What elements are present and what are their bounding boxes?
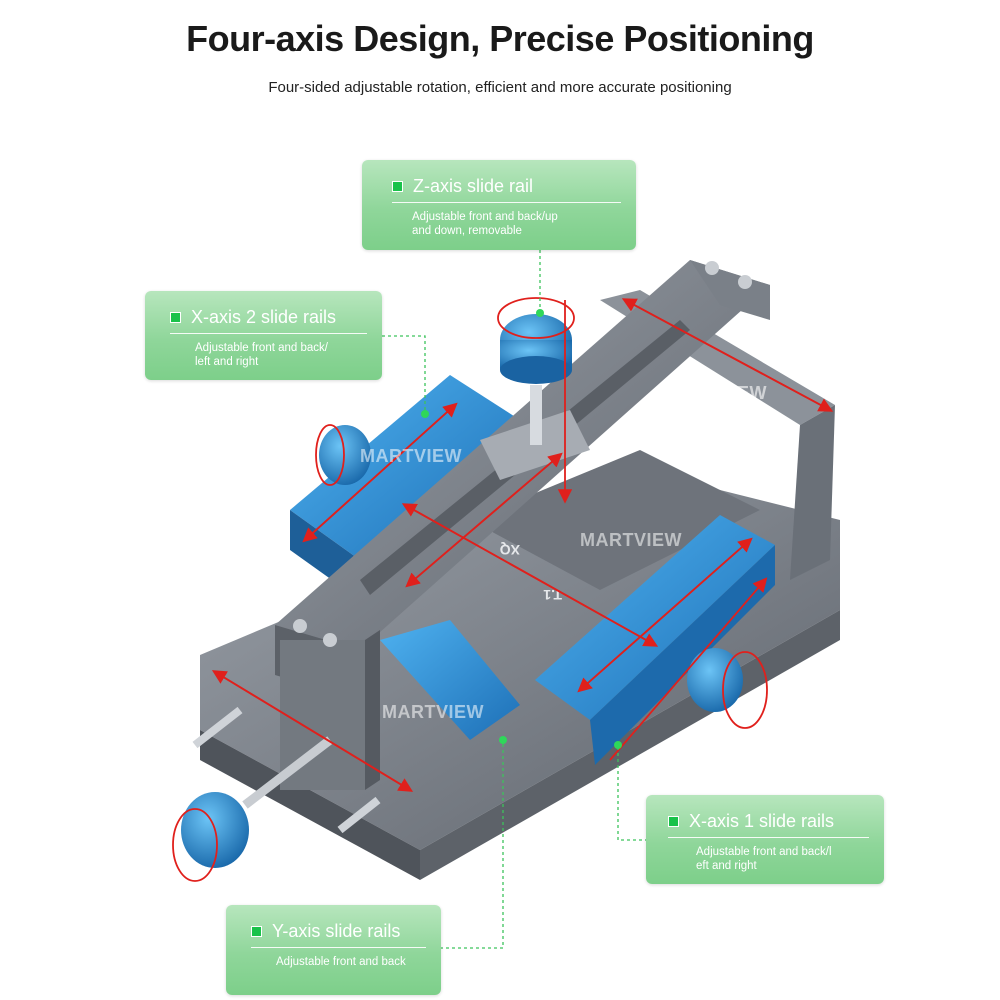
- callout-title: X-axis 1 slide rails: [689, 811, 835, 831]
- callout-title: Y-axis slide rails: [272, 921, 401, 941]
- y-rail: [380, 620, 520, 740]
- watermark: MARTVIEW: [580, 530, 682, 550]
- callout-desc-line: and down, removable: [412, 225, 522, 237]
- watermark: MARTVIEW: [665, 383, 767, 403]
- direction-arrow-icon: [211, 298, 834, 792]
- callout-x-axis-2: X-axis 2 slide rails Adjustable front an…: [145, 291, 382, 380]
- logo-mark: T.1: [543, 587, 562, 603]
- x2-block: [290, 375, 520, 560]
- callout-desc-line: Adjustable front and back/: [195, 342, 328, 354]
- page-subtitle: Four-sided adjustable rotation, efficien…: [268, 79, 732, 96]
- green-square-icon: [392, 181, 403, 192]
- callout-desc-line: Adjustable front and back: [276, 956, 406, 968]
- leader-y: [440, 740, 504, 949]
- leader-x1: [617, 745, 648, 841]
- watermark: MARTVIEW: [382, 702, 484, 722]
- model-mark: XQ: [500, 542, 520, 558]
- green-square-icon: [668, 816, 679, 827]
- callout-desc-line: left and right: [195, 356, 259, 368]
- callout-desc-line: eft and right: [696, 860, 757, 872]
- rotation-arrow-icon: [172, 297, 768, 882]
- watermark: MARTVIEW: [360, 446, 462, 466]
- callout-z-axis: Z-axis slide rail Adjustable front and b…: [362, 160, 636, 250]
- green-square-icon: [170, 312, 181, 323]
- callout-desc-line: Adjustable front and back/up: [412, 211, 558, 223]
- green-square-icon: [251, 926, 262, 937]
- callout-desc-line: Adjustable front and back/l: [696, 846, 832, 858]
- page-title: Four-axis Design, Precise Positioning: [186, 18, 814, 59]
- callout-x-axis-1: X-axis 1 slide rails Adjustable front an…: [646, 795, 884, 884]
- callout-title: X-axis 2 slide rails: [191, 307, 337, 327]
- leader-x2: [382, 335, 426, 415]
- callout-title: Z-axis slide rail: [413, 176, 534, 196]
- callout-y-axis: Y-axis slide rails Adjustable front and …: [226, 905, 441, 995]
- x1-block: [535, 515, 775, 720]
